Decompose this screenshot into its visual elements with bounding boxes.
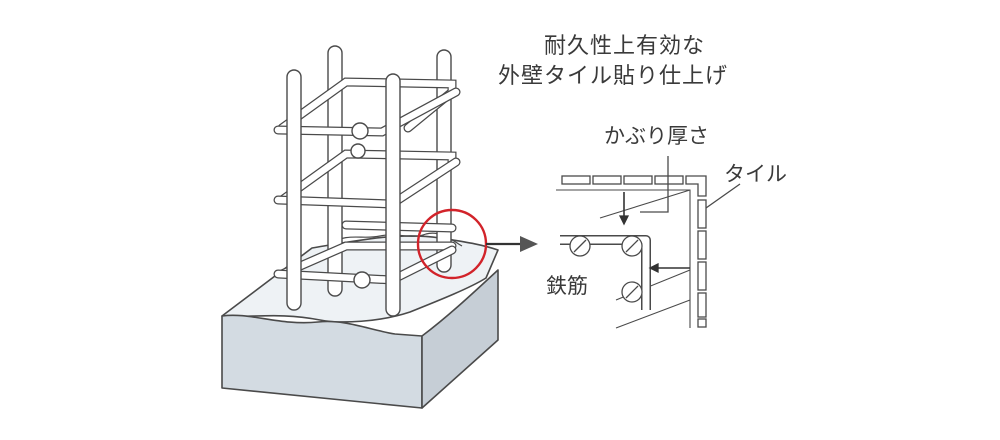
footing-side-face	[421, 269, 499, 409]
detail-arrow	[486, 236, 538, 252]
tile-column-right	[697, 199, 707, 328]
rebar-vertical-front-left	[286, 69, 302, 311]
hoop-top	[273, 77, 461, 140]
detail-view	[556, 156, 741, 329]
leader-cover	[640, 156, 669, 213]
rebar-vertical-front-right	[385, 73, 401, 317]
hoop-second	[273, 143, 461, 209]
label-cover-thickness: かぶり厚さ	[604, 124, 709, 148]
title-line-1: 耐久性上有効な	[544, 34, 706, 59]
tile-row-top	[561, 175, 707, 197]
footing-front-face	[221, 314, 423, 409]
label-tile: タイル	[724, 162, 787, 186]
rebar-cage	[273, 45, 461, 317]
concrete-footing	[221, 232, 499, 409]
cover-dimension-arrows	[618, 192, 690, 274]
leader-tile	[705, 183, 741, 209]
rebar-sections	[569, 235, 643, 303]
label-rebar: 鉄筋	[546, 274, 588, 298]
title-line-2: 外壁タイル貼り仕上げ	[498, 64, 729, 89]
concrete-edge-lines	[556, 189, 691, 329]
